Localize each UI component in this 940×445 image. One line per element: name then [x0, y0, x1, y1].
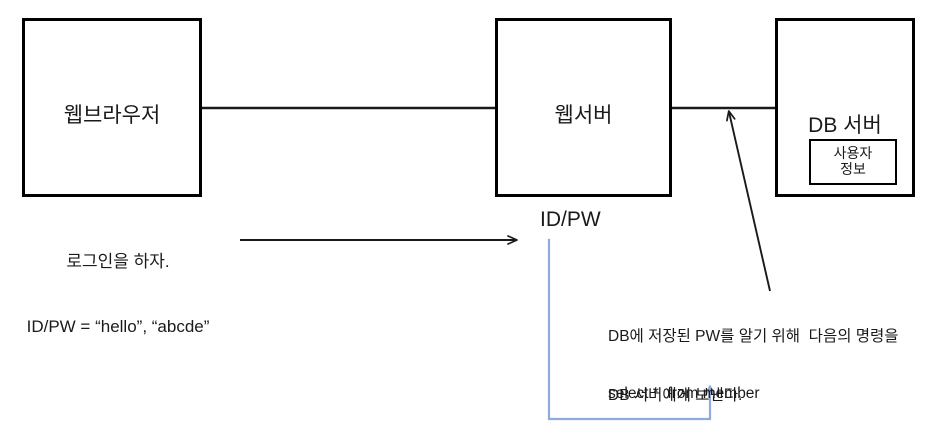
sql-statement: select * from member where id = [ID] and… — [608, 344, 814, 445]
query-note-pointer-arrow — [726, 110, 771, 292]
node-db-server[interactable]: DB 서버 사용자 정보 — [775, 18, 915, 197]
db-user-info-store[interactable]: 사용자 정보 — [809, 139, 897, 185]
node-db-server-label: DB 서버 — [808, 114, 882, 137]
db-query-note-line-2: DB 서버에게 보낸다. — [608, 387, 743, 405]
db-user-info-line2: 정보 — [840, 161, 866, 177]
browser-request-note: 로그인을 하자. ID/PW = “hello”, “abcde” — [4, 207, 232, 381]
node-web-browser-label: 웹브라우저 — [63, 104, 161, 127]
node-web-browser[interactable]: 웹브라우저 — [22, 18, 202, 197]
node-web-server[interactable]: 웹서버 — [495, 18, 672, 197]
node-web-server-label: 웹서버 — [554, 104, 613, 127]
browser-request-line-2: ID/PW = “hello”, “abcde” — [26, 316, 210, 336]
db-query-note: DB에 저장된 PW를 알기 위해 다음의 명령을 DB 서버에게 보낸다. — [608, 287, 899, 445]
id-pw-label: ID/PW — [540, 208, 601, 231]
sql-statement-line-1: select * from member — [608, 384, 760, 402]
browser-request-line-1: 로그인을 하자. — [66, 251, 170, 271]
db-query-note-line-1: DB에 저장된 PW를 알기 위해 다음의 명령을 — [608, 327, 899, 345]
db-user-info-line1: 사용자 — [833, 145, 873, 162]
